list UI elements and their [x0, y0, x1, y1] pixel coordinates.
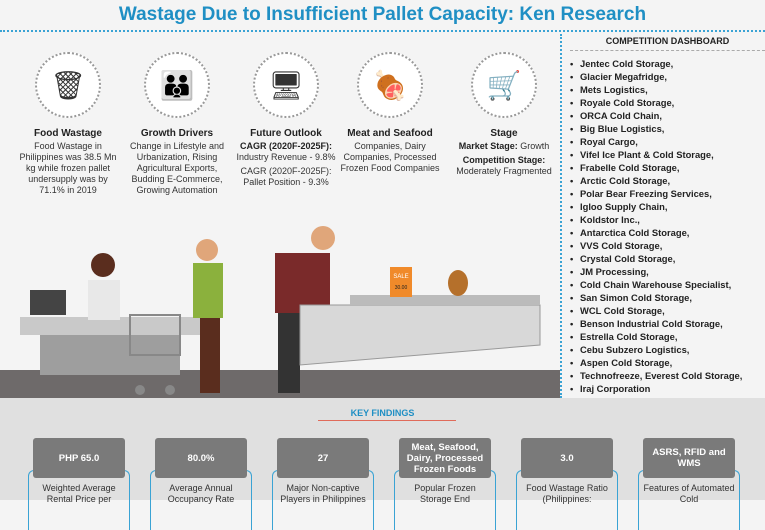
finding-value: PHP 65.0	[33, 438, 125, 478]
heading: Meat and Seafood	[347, 128, 433, 139]
finding-value: ASRS, RFID and WMS	[643, 438, 735, 478]
competitor-item: JM Processing,	[570, 265, 765, 278]
highlight-meat-seafood: 🍖 Meat and Seafood Companies, Dairy Comp…	[336, 52, 444, 174]
competitor-item: Cebu Subzero Logistics,	[570, 343, 765, 356]
competitor-item: Benson Industrial Cold Storage,	[570, 317, 765, 330]
competitor-item: Cold Chain Warehouse Specialist,	[570, 278, 765, 291]
finding-description: Weighted Average Rental Price per	[28, 470, 130, 530]
heading: Stage	[490, 128, 518, 139]
finding-description: Food Wastage Ratio (Philippines:	[516, 470, 618, 530]
finding-card: Meat, Seafood, Dairy, Processed Frozen F…	[394, 438, 496, 530]
freezer-display	[299, 304, 541, 366]
competitor-item: Igloo Supply Chain,	[570, 200, 765, 213]
pineapple	[448, 270, 468, 296]
competition-dashboard: COMPETITION DASHBOARD Jentec Cold Storag…	[570, 36, 765, 395]
key-findings-heading: KEY FINDINGS	[350, 408, 415, 418]
shopper-2	[311, 226, 335, 250]
competitor-item: Estrella Cold Storage,	[570, 330, 765, 343]
family-icon: 👪	[144, 52, 210, 118]
competitor-item: Iraj Corporation	[570, 382, 765, 395]
heading: Growth Drivers	[140, 128, 214, 139]
sale-tag	[390, 267, 412, 297]
highlight-food-wastage: 🗑 Food Wastage Food Wastage in Philippin…	[18, 52, 118, 196]
competitor-item: San Simon Cold Storage,	[570, 291, 765, 304]
value: Growth	[517, 141, 550, 151]
highlight-stage: 🛒 Stage Market Stage: Growth Competition…	[450, 52, 558, 177]
competitor-item: Antarctica Cold Storage,	[570, 226, 765, 239]
competitor-item: Frabelle Cold Storage,	[570, 161, 765, 174]
competitor-item: Mets Logistics,	[570, 83, 765, 96]
trash-bin-icon: 🗑	[35, 52, 101, 118]
heading: Food Wastage	[34, 128, 102, 139]
competitor-item: VVS Cold Storage,	[570, 239, 765, 252]
competitor-list: Jentec Cold Storage,Glacier Megafridge,M…	[570, 57, 765, 395]
shopping-cart	[129, 314, 181, 356]
cashier-icon: 🛒	[471, 52, 537, 118]
competitor-item: Koldstor Inc.,	[570, 213, 765, 226]
monitor-icon: 🖥	[253, 52, 319, 118]
competition-heading: COMPETITION DASHBOARD	[570, 36, 765, 51]
text: CAGR (2020F-2025F): Pallet Position - 9.…	[240, 166, 332, 187]
shopper	[196, 239, 218, 261]
divider	[560, 34, 562, 398]
competitor-item: Jentec Cold Storage,	[570, 57, 765, 70]
finding-value: Meat, Seafood, Dairy, Processed Frozen F…	[399, 438, 491, 478]
heading: Future Outlook	[250, 128, 322, 139]
cash-register	[30, 290, 66, 315]
page-title: Wastage Due to Insufficient Pallet Capac…	[118, 4, 647, 25]
label: Market Stage:	[458, 141, 518, 151]
text: Industry Revenue - 9.8%	[236, 152, 336, 162]
finding-value: 3.0	[521, 438, 613, 478]
competitor-item: ORCA Cold Chain,	[570, 109, 765, 122]
cashier	[91, 253, 115, 277]
finding-value: 27	[277, 438, 369, 478]
competitor-item: Polar Bear Freezing Services,	[570, 187, 765, 200]
text: CAGR (2020F-2025F):	[239, 141, 333, 151]
checkout-counter	[20, 317, 200, 335]
finding-description: Major Non-captive Players in Philippines	[272, 470, 374, 530]
competitor-item: Glacier Megafridge,	[570, 70, 765, 83]
finding-description: Average Annual Occupancy Rate	[150, 470, 252, 530]
finding-description: Popular Frozen Storage End	[394, 470, 496, 530]
competitor-item: Vifel Ice Plant & Cold Storage,	[570, 148, 765, 161]
competitor-item: Big Blue Logistics,	[570, 122, 765, 135]
competitor-item: Royale Cold Storage,	[570, 96, 765, 109]
finding-value: 80.0%	[155, 438, 247, 478]
competitor-item: Arctic Cold Storage,	[570, 174, 765, 187]
highlight-growth-drivers: 👪 Growth Drivers Change in Lifestyle and…	[124, 52, 230, 196]
competitor-item: Technofreeze, Everest Cold Storage,	[570, 369, 765, 382]
text: Companies, Dairy Companies, Processed Fr…	[340, 141, 440, 173]
competitor-item: Aspen Cold Storage,	[570, 356, 765, 369]
price-tag-text: 30.00	[395, 285, 408, 291]
value: Moderately Fragmented	[456, 166, 552, 176]
meat-seafood-icon: 🍖	[357, 52, 423, 118]
highlight-future-outlook: 🖥 Future Outlook CAGR (2020F-2025F): Ind…	[236, 52, 336, 188]
competitor-item: Crystal Cold Storage,	[570, 252, 765, 265]
sale-tag-text: SALE	[393, 274, 408, 280]
divider	[318, 420, 456, 421]
text: Food Wastage in Philippines was 38.5 Mn …	[19, 141, 117, 195]
competitor-item: WCL Cold Storage,	[570, 304, 765, 317]
finding-description: Features of Automated Cold	[638, 470, 740, 530]
finding-card: 80.0%Average Annual Occupancy Rate	[150, 438, 252, 530]
competitor-item: Royal Cargo,	[570, 135, 765, 148]
text: Change in Lifestyle and Urbanization, Ri…	[129, 141, 225, 195]
supermarket-illustration: SALE 30.00	[0, 205, 560, 398]
label: Competition Stage:	[462, 155, 546, 165]
divider	[0, 30, 765, 32]
